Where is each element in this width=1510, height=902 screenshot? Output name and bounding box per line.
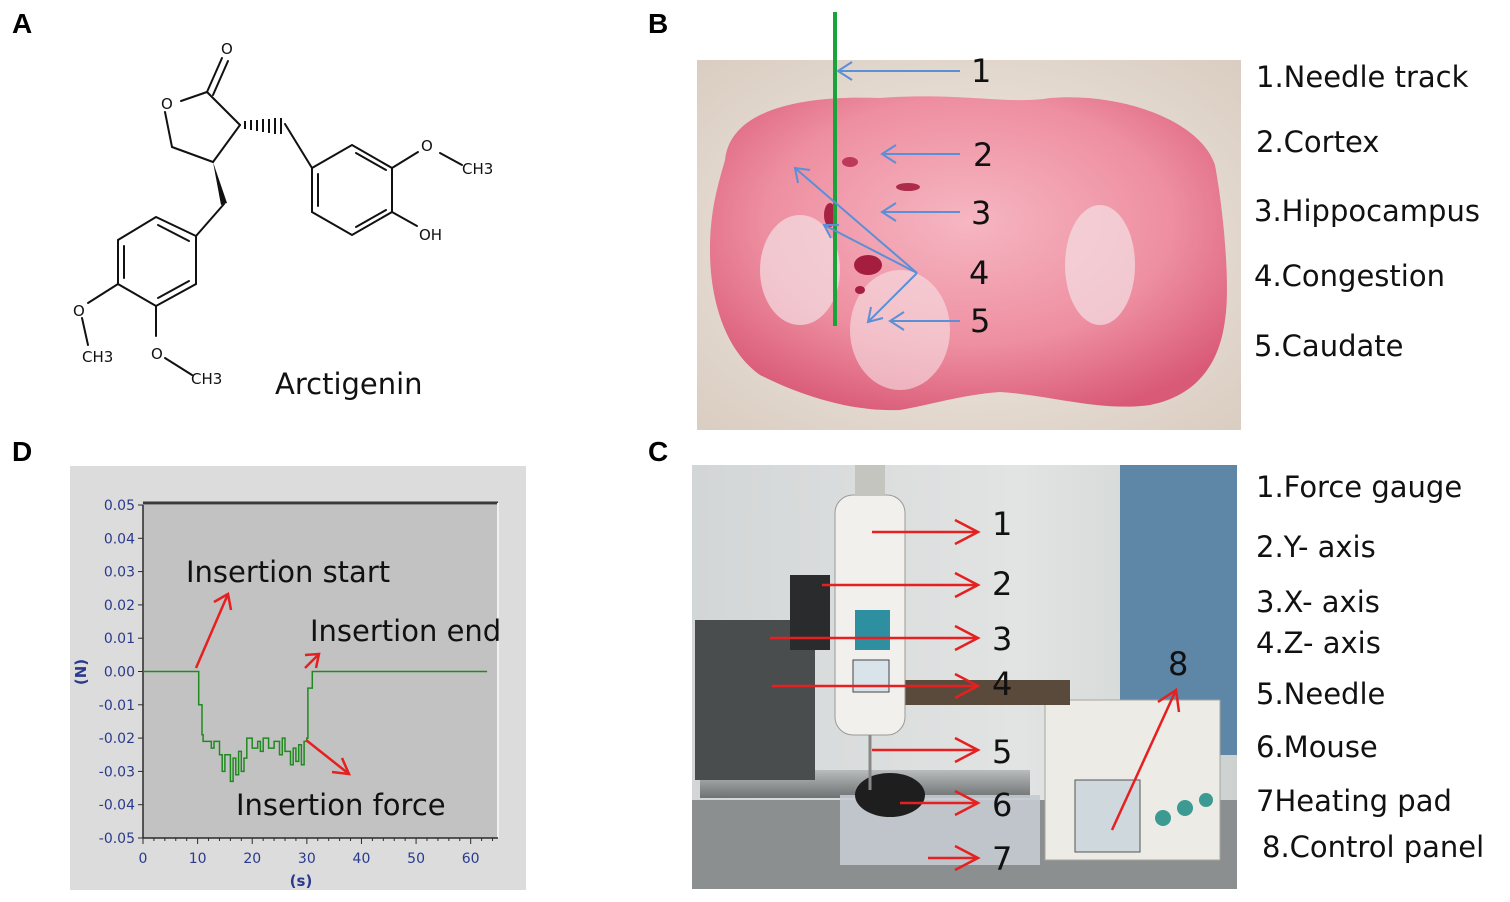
atom-ch3-right: CH3 [462, 160, 493, 178]
stage-rail-front [700, 770, 1030, 798]
x-tick-label: 30 [298, 851, 316, 867]
y-tick-label: 0.04 [104, 531, 135, 547]
apparatus-number-4: 4 [992, 665, 1013, 703]
congestion-spot-1 [854, 255, 882, 275]
arrow-insertion-start [194, 593, 230, 669]
y-tick-label: -0.01 [99, 698, 135, 714]
blue-wall-panel [1120, 465, 1237, 755]
x-tick-label: 40 [353, 851, 371, 867]
apparatus-legend-4: 4.Z- axis [1256, 626, 1381, 660]
chart-plot-area [143, 505, 498, 838]
apparatus-legend-8: 8.Control panel [1262, 830, 1485, 864]
annotation-insertion-force: Insertion force [236, 788, 446, 822]
chart-outer-frame [70, 466, 526, 890]
atom-o-methoxy-right: O [421, 137, 433, 155]
x-tick-label: 10 [189, 851, 207, 867]
congestion-spot-3 [896, 183, 920, 191]
white-matter-left [760, 215, 840, 325]
force-gauge-body [834, 494, 906, 736]
y-tick-label: -0.02 [99, 731, 135, 747]
apparatus-legend-3: 3.X- axis [1256, 585, 1380, 619]
force-gauge-mount [855, 465, 885, 495]
panel-label-a: A [12, 8, 33, 39]
xyz-stage-block [695, 620, 815, 780]
brain-number-3: 3 [971, 194, 992, 232]
apparatus-legend-2: 2.Y- axis [1256, 530, 1376, 564]
y-tick-label: 0.05 [104, 498, 135, 514]
y-tick-label: -0.03 [99, 764, 135, 780]
brain-legend-4: 4.Congestion [1254, 259, 1445, 293]
panel-label-d: D [12, 436, 33, 467]
force-gauge-screen [852, 659, 890, 693]
atom-o-ring: O [161, 95, 173, 113]
control-knob-1 [1155, 810, 1171, 826]
atom-o-carbonyl: O [221, 40, 233, 58]
table-surface [692, 800, 1237, 889]
atom-ch3-left-1: CH3 [82, 348, 113, 366]
y-tick-label: 0.03 [104, 565, 135, 581]
control-panel-screen [1074, 779, 1141, 853]
brain-number-5: 5 [970, 302, 991, 340]
panel-label-b: B [648, 8, 669, 39]
brain-legend-3: 3.Hippocampus [1254, 194, 1480, 228]
arctigenin-structure: O O O CH3 OH O CH3 O CH3 Arctigenin [73, 40, 493, 401]
apparatus-number-2: 2 [992, 565, 1013, 603]
brain-legend-2: 2.Cortex [1256, 125, 1380, 159]
congestion-spot-4 [842, 157, 858, 167]
x-tick-label: 20 [243, 851, 261, 867]
white-matter-center [850, 270, 950, 390]
panel-label-c: C [648, 436, 669, 467]
arrow-insertion-end [304, 653, 320, 669]
atom-o-methoxy-left-2: O [151, 345, 163, 363]
control-knob-2 [1177, 800, 1193, 816]
apparatus-legend-7: 7Heating pad [1256, 784, 1452, 818]
y-tick-label: 0.01 [104, 631, 135, 647]
brain-photo-background [697, 60, 1241, 430]
control-panel-box [1044, 699, 1221, 861]
compound-name: Arctigenin [275, 367, 423, 401]
atom-o-methoxy-left-1: O [73, 302, 85, 320]
y-tick-label: 0.00 [104, 665, 135, 681]
apparatus-legend-1: 1.Force gauge [1256, 470, 1463, 504]
y-axis-title: (N) [72, 659, 90, 685]
y-tick-label: 0.02 [104, 598, 135, 614]
force-gauge-keypad [855, 610, 890, 650]
apparatus-legend-6: 6.Mouse [1256, 730, 1378, 764]
apparatus-number-3: 3 [992, 620, 1013, 658]
brain-legend-5: 5.Caudate [1254, 329, 1404, 363]
control-knob-3 [1199, 793, 1213, 807]
x-axis-title: (s) [290, 872, 313, 890]
apparatus-number-1: 1 [992, 505, 1013, 543]
apparatus-photo-background [692, 465, 1237, 889]
mouse-body [855, 773, 925, 817]
brain-number-1: 1 [971, 52, 992, 90]
apparatus-number-7: 7 [992, 840, 1013, 878]
x-tick-label: 50 [407, 851, 425, 867]
stage-rail-top [900, 680, 1070, 705]
apparatus-number-6: 6 [992, 786, 1013, 824]
congestion-spot-5 [855, 286, 865, 294]
apparatus-legend-5: 5.Needle [1256, 677, 1386, 711]
arrow-insertion-force [305, 739, 350, 775]
x-tick-label: 60 [462, 851, 480, 867]
brain-number-4: 4 [969, 254, 990, 292]
apparatus-number-8: 8 [1168, 645, 1189, 683]
y-tick-label: -0.04 [99, 798, 135, 814]
annotation-insertion-end: Insertion end [310, 614, 501, 648]
atom-ch3-left-2: CH3 [191, 370, 222, 388]
brain-legend-1: 1.Needle track [1256, 60, 1469, 94]
congestion-spot-2 [824, 203, 836, 227]
x-tick-label: 0 [139, 851, 148, 867]
annotation-insertion-start: Insertion start [186, 555, 390, 589]
force-series-line [143, 670, 488, 783]
atom-oh: OH [419, 226, 442, 244]
white-matter-right [1065, 205, 1135, 325]
y-tick-label: -0.05 [99, 831, 135, 847]
brain-number-2: 2 [973, 136, 994, 174]
apparatus-number-5: 5 [992, 733, 1013, 771]
y-axis-block [790, 575, 830, 650]
